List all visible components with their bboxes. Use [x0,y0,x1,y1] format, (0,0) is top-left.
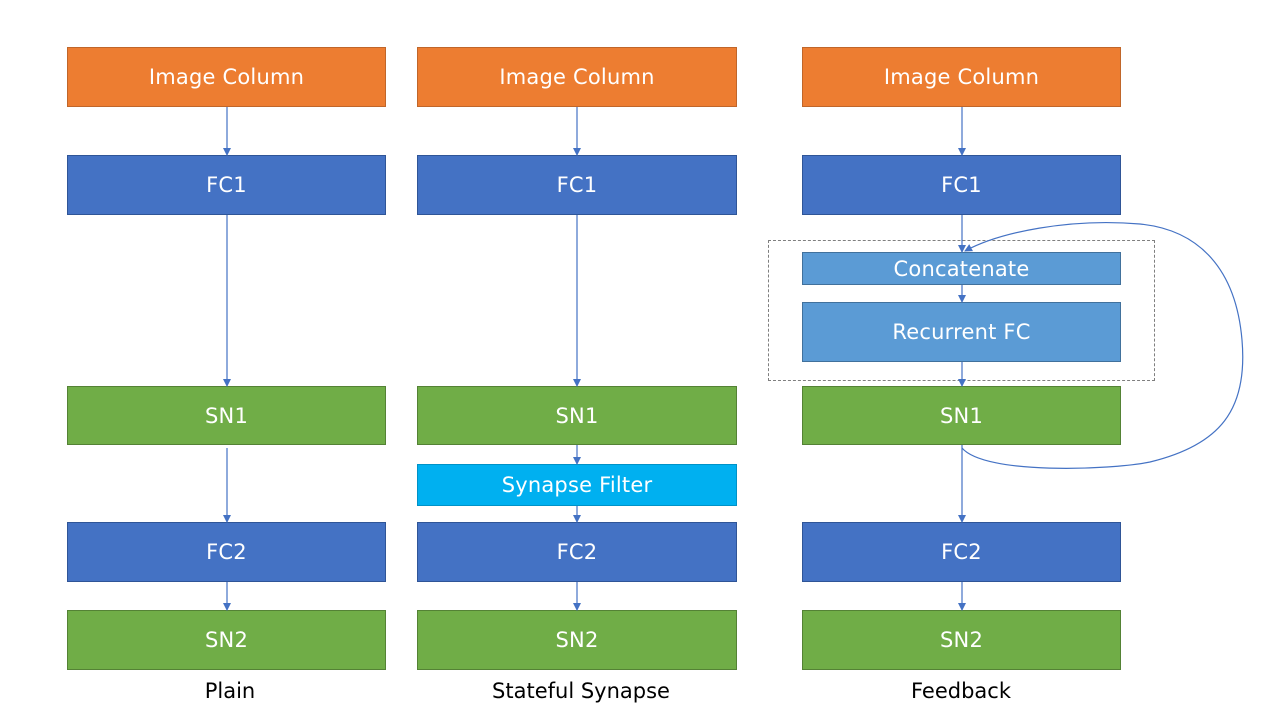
feedback-sn2-label: SN2 [940,628,983,652]
feedback-fc2-label: FC2 [941,540,982,564]
feedback-image-column-block: Image Column [802,47,1121,107]
recurrent-fc-block: Recurrent FC [802,302,1121,362]
feedback-sn1-label: SN1 [940,403,983,428]
plain-fc1-block: FC1 [67,155,386,215]
plain-sn1-block: SN1 [67,386,386,445]
feedback-sn2-block: SN2 [802,610,1121,670]
stateful-image-column-block: Image Column [417,47,737,107]
stateful-fc2-block: FC2 [417,522,737,582]
stateful-sn2-block: SN2 [417,610,737,670]
feedback-fc1-block: FC1 [802,155,1121,215]
stateful-sn1-block: SN1 [417,386,737,445]
plain-fc1-label: FC1 [206,173,247,197]
feedback-fc2-block: FC2 [802,522,1121,582]
feedback-image-column-label: Image Column [883,65,1040,89]
feedback-fc1-label: FC1 [941,173,982,197]
stateful-caption: Stateful Synapse [492,679,670,703]
concatenate-label: Concatenate [893,256,1030,281]
stateful-sn2-label: SN2 [555,628,599,652]
plain-sn2-block: SN2 [67,610,386,670]
stateful-fc1-label: FC1 [556,173,598,197]
plain-fc2-block: FC2 [67,522,386,582]
plain-image-column-block: Image Column [67,47,386,107]
plain-fc2-label: FC2 [206,540,247,564]
synapse-filter-label: Synapse Filter [501,473,653,497]
synapse-filter-block: Synapse Filter [417,464,737,506]
plain-image-column-label: Image Column [148,65,305,89]
stateful-fc1-block: FC1 [417,155,737,215]
concatenate-block: Concatenate [802,252,1121,285]
stateful-fc2-label: FC2 [556,540,598,564]
plain-sn2-label: SN2 [205,628,248,652]
stateful-sn1-label: SN1 [555,403,599,428]
feedback-sn1-block: SN1 [802,386,1121,445]
plain-sn1-label: SN1 [205,403,248,428]
plain-caption: Plain [204,679,256,703]
stateful-image-column-label: Image Column [499,65,655,89]
feedback-caption: Feedback [910,679,1011,703]
recurrent-fc-label: Recurrent FC [892,320,1031,344]
